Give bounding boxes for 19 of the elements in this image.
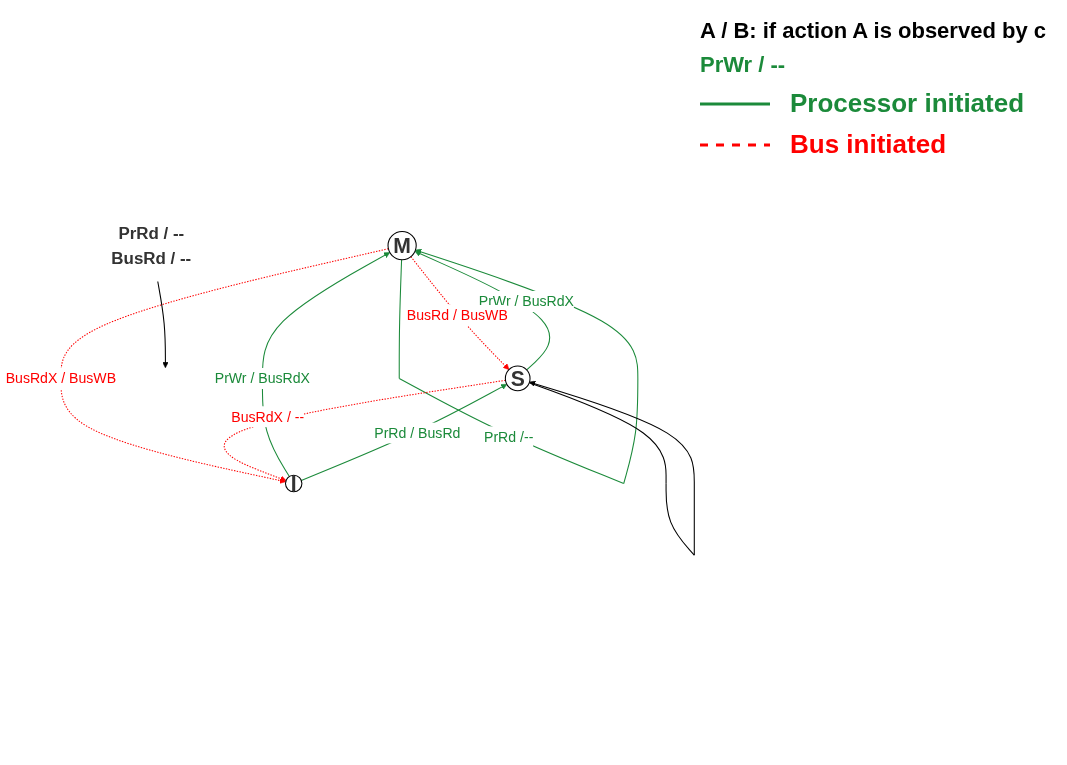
edge-label: BusRdX / BusWB [5, 370, 117, 387]
edge-label: BusRdX / -- [231, 409, 305, 425]
arrow [223, 379, 507, 482]
arrow [528, 380, 695, 556]
arrow [410, 256, 510, 370]
edge-label: PrRd /-- [484, 429, 534, 445]
edge-label: PrRd / BusRd [374, 425, 461, 441]
edge-label: PrWr / BusRdX [214, 370, 311, 387]
node-circle: I [284, 474, 303, 493]
note-text: A / B: if action A is observed by c [700, 18, 1047, 44]
edge-label: BusRd / BusWB [406, 307, 508, 324]
arrow [157, 281, 169, 369]
node-circle: M [387, 231, 417, 261]
node-text: PrRd / -- BusRd / -- [111, 223, 192, 268]
node-circle: S [504, 365, 531, 392]
transition-label: PrWr / -- [700, 52, 787, 78]
arrow [300, 384, 508, 481]
legend-label: Bus initiated [790, 129, 946, 160]
legend-label: Processor initiated [790, 88, 1025, 119]
